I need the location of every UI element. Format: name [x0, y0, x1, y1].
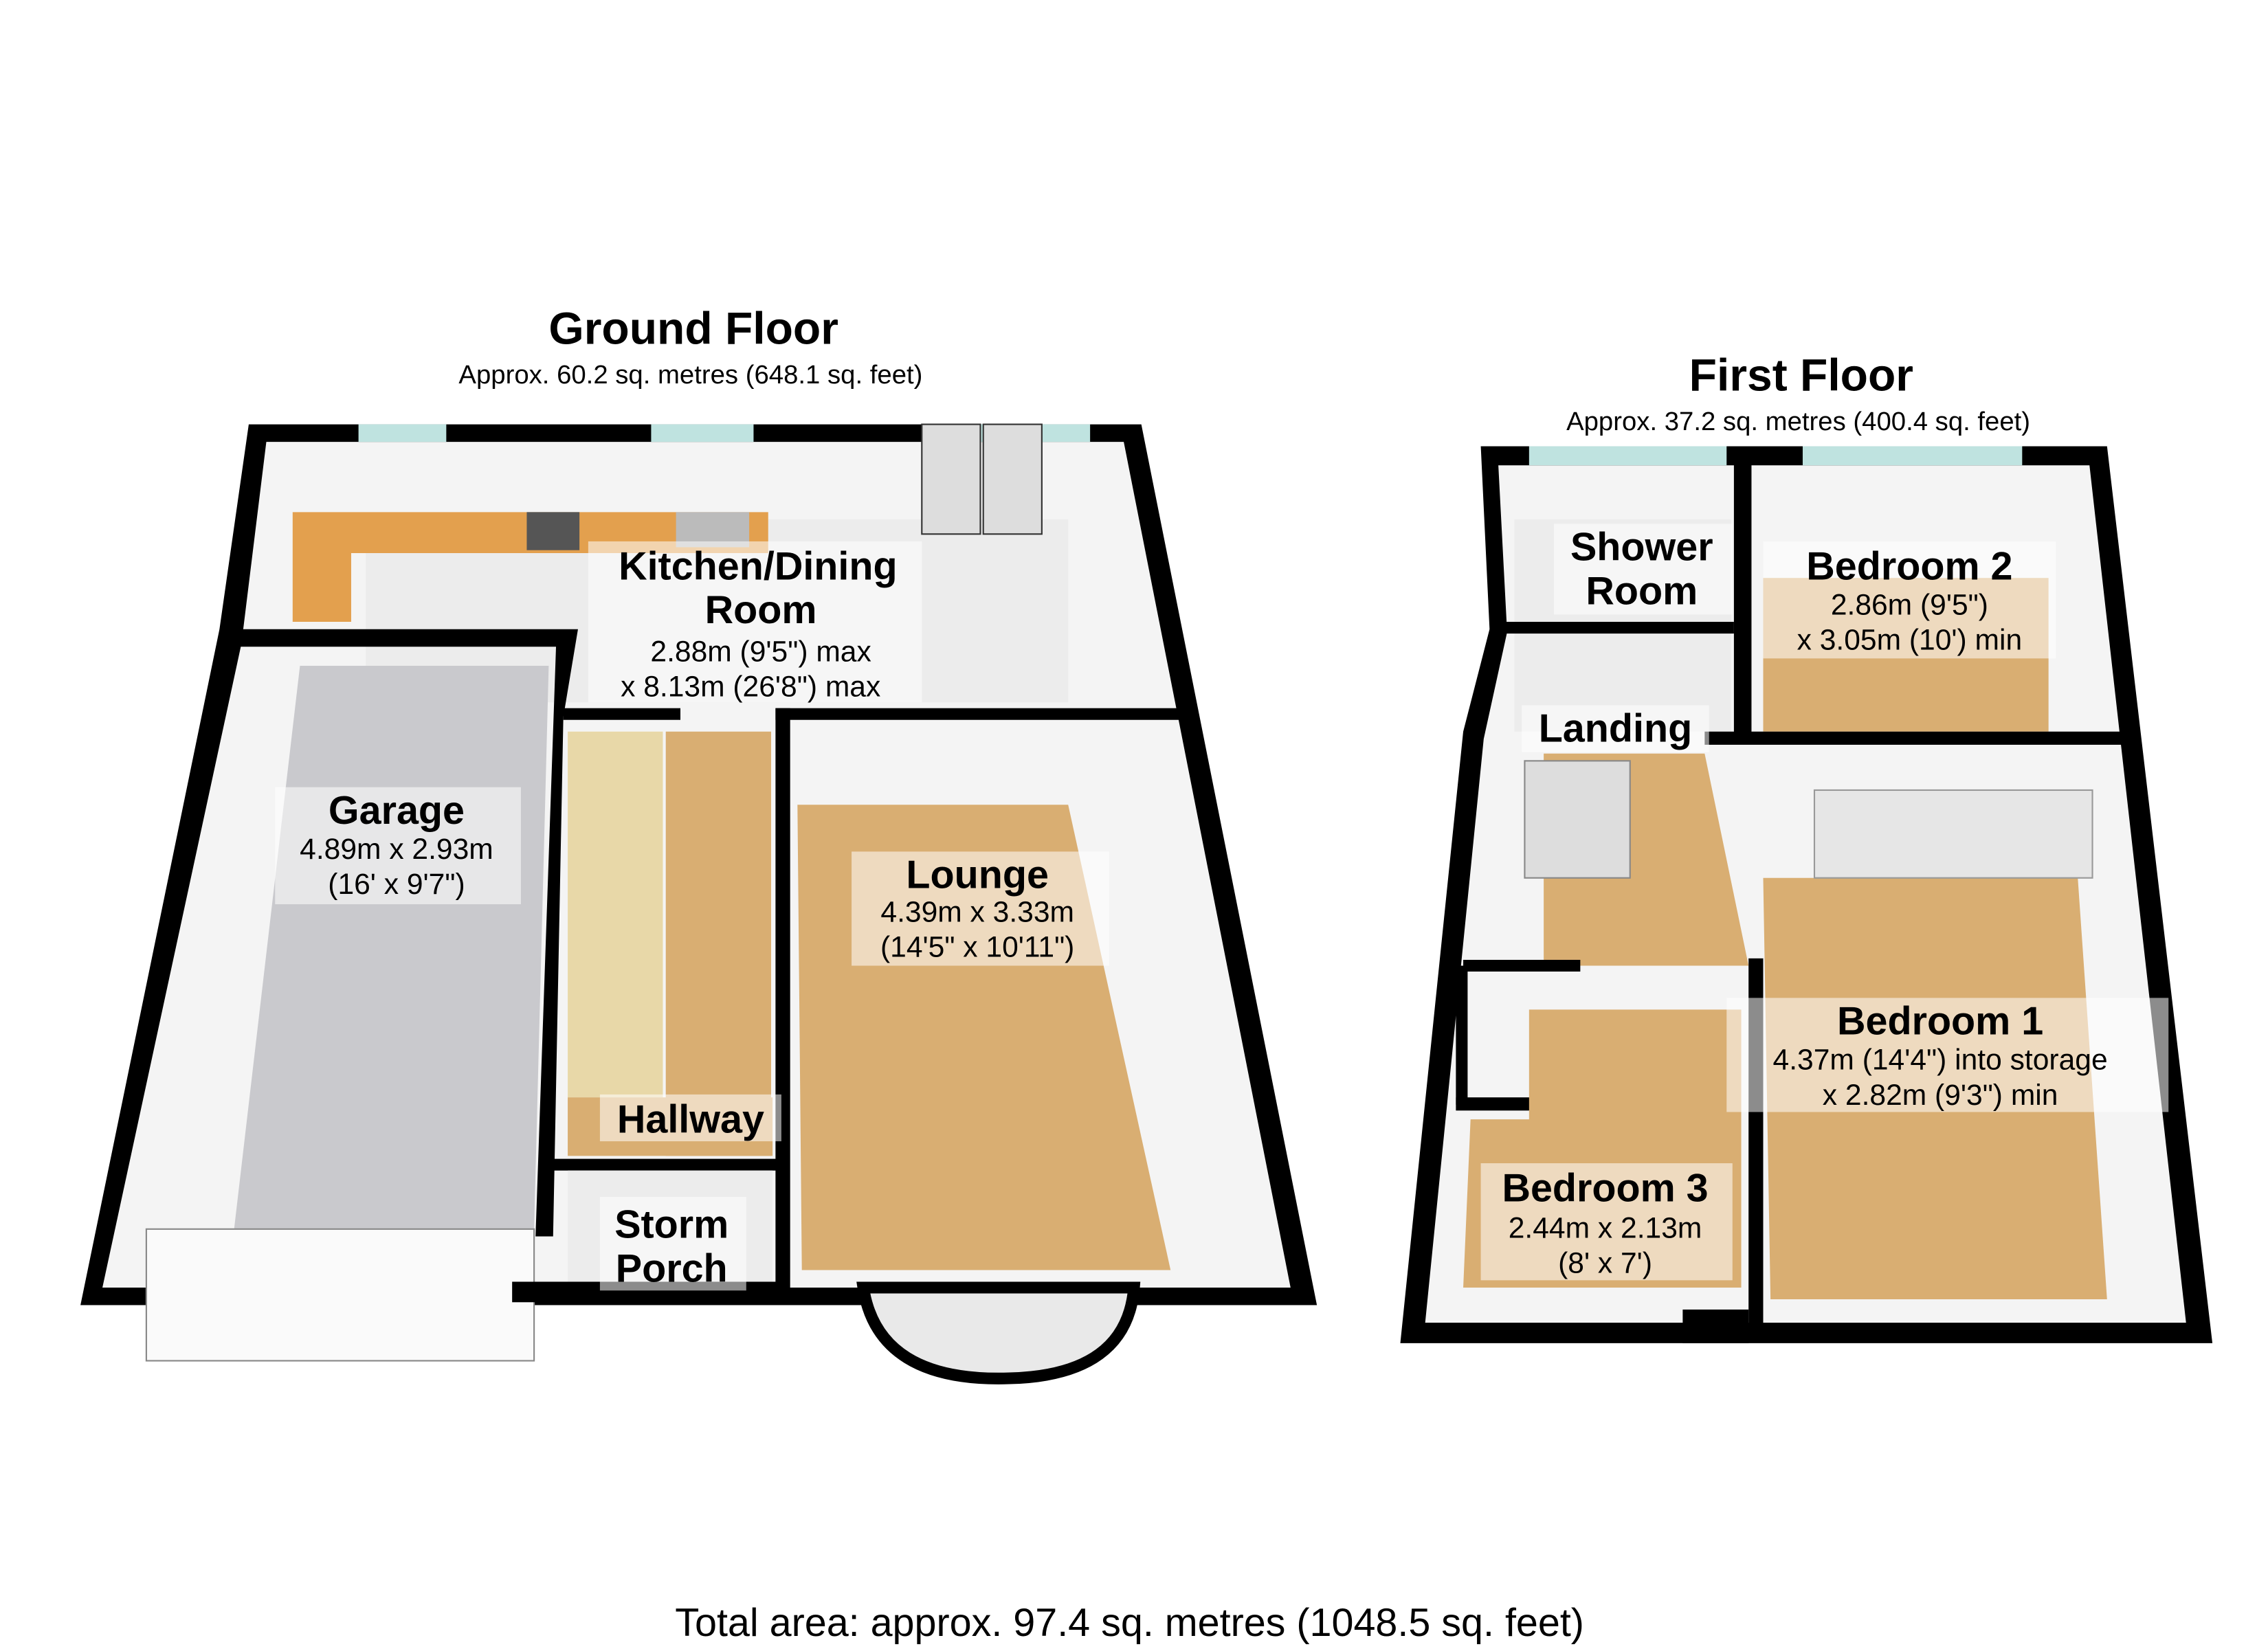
garage-dimensions: (16' x 9'7"): [328, 868, 465, 901]
window: [651, 424, 754, 442]
garage-dimensions: 4.89m x 2.93m: [300, 833, 493, 866]
label-background: [275, 787, 521, 905]
label-background: [852, 851, 1109, 966]
bedroom3-wall: [1682, 1309, 1749, 1343]
kitchen-label: Kitchen/Dining: [619, 544, 898, 588]
ground-floor-area: Approx. 60.2 sq. metres (648.1 sq. feet): [458, 360, 922, 390]
label-background: [599, 1196, 746, 1291]
hallway-floor: [665, 731, 771, 1156]
bedroom3-dimensions: 2.44m x 2.13m: [1509, 1212, 1702, 1245]
label-background: [1480, 1163, 1733, 1281]
shower-room-label: Shower: [1570, 526, 1713, 570]
bedroom3-label: Bedroom 3: [1502, 1166, 1708, 1210]
bedroom2-label: Bedroom 2: [1806, 544, 2012, 588]
bedroom2-wall: [1704, 731, 2122, 745]
garage-label: Garage: [329, 789, 465, 833]
wardrobe: [1813, 789, 2093, 879]
garage-door: [145, 1228, 535, 1362]
bedroom2-dimensions: 2.86m (9'5"): [1831, 588, 1988, 621]
porch-label: Storm: [614, 1203, 729, 1247]
label-background: [588, 541, 922, 703]
kitchen-dimensions: 2.88m (9'5") max: [650, 636, 871, 669]
garage-wall: [219, 629, 578, 1237]
total-area: Total area: approx. 97.4 sq. metres (104…: [675, 1601, 1584, 1645]
lounge-dimensions: (14'5" x 10'11"): [880, 931, 1074, 964]
shower-room-label: Room: [1586, 569, 1698, 613]
kitchen-worktop: [292, 512, 768, 622]
lounge-hall-wall: [775, 708, 790, 1294]
window: [1528, 446, 1727, 466]
shower-wall: [1500, 622, 1734, 634]
first-floor: First Floor Approx. 37.2 sq. metres (400…: [1400, 350, 2213, 1343]
landing-label: Landing: [1539, 707, 1692, 751]
window: [358, 424, 447, 442]
window: [1802, 446, 2023, 466]
first-floor-title: First Floor: [1689, 350, 1913, 401]
label-background: [1763, 541, 2056, 659]
label-background: [1554, 524, 1733, 615]
kitchen-label: Room: [705, 588, 817, 632]
lounge-dimensions: 4.39m x 3.33m: [880, 896, 1074, 929]
bedroom1-dimensions: 4.37m (14'4") into storage: [1773, 1044, 2108, 1077]
bedroom1-label: Bedroom 1: [1837, 1000, 2043, 1044]
kitchen-dimensions: x 8.13m (26'8") max: [621, 671, 880, 704]
hall-wall: [563, 708, 680, 720]
porch-wall: [553, 1158, 780, 1171]
ground-floor-title: Ground Floor: [548, 302, 838, 353]
bay-window: [856, 1281, 1141, 1384]
shower-room-wall: [1733, 446, 1752, 739]
stairs: [568, 731, 663, 1098]
lounge-label: Lounge: [906, 853, 1049, 897]
bedroom3-dimensions: (8' x 7'): [1558, 1247, 1652, 1280]
patio-door: [982, 423, 1043, 535]
hallway-label: Hallway: [617, 1097, 764, 1141]
porch-label: Porch: [616, 1246, 728, 1290]
bedroom1-dimensions: x 2.82m (9'3") min: [1823, 1079, 2058, 1112]
label-background: [1522, 705, 1709, 752]
stair-balustrade: [1524, 760, 1631, 879]
first-floor-area: Approx. 37.2 sq. metres (400.4 sq. feet): [1566, 407, 2030, 436]
kitchen-lounge-wall: [775, 708, 1186, 720]
label-background: [599, 1094, 781, 1142]
bedroom3-wall: [1463, 959, 1581, 972]
hob-icon: [526, 512, 580, 550]
label-background: [1726, 998, 2169, 1112]
patio-door: [921, 423, 981, 535]
ground-floor: Ground Floor Approx. 60.2 sq. metres (64…: [80, 302, 1318, 1384]
bedroom2-dimensions: x 3.05m (10') min: [1797, 624, 2023, 657]
bedroom3-wall: [1456, 965, 1468, 1105]
